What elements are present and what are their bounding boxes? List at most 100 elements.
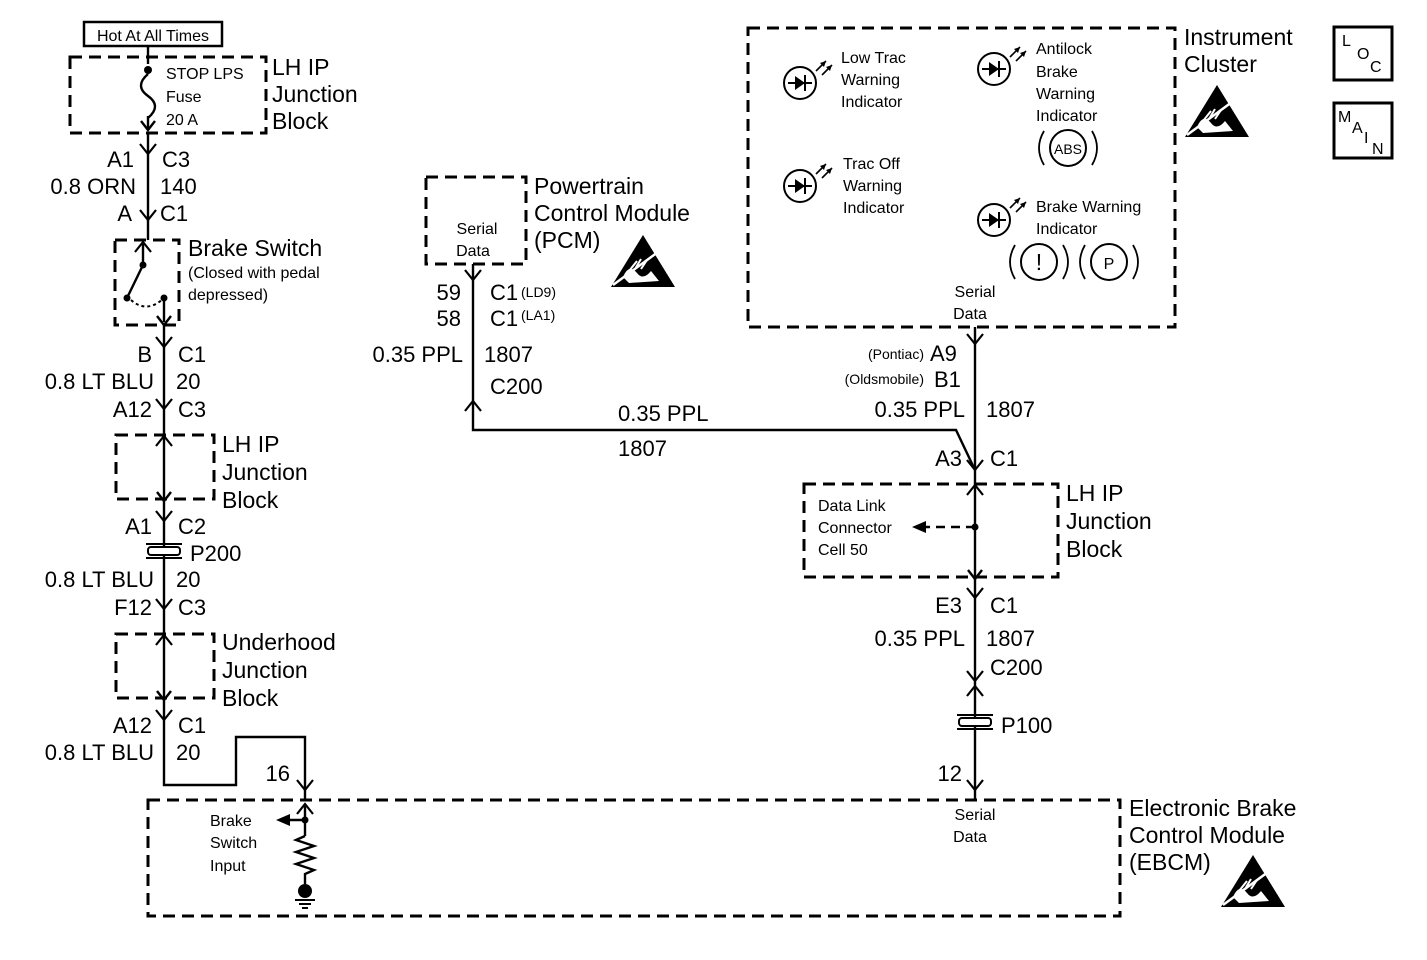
brake-exclamation-text: ! [1036, 249, 1042, 275]
ebcm-title-1: Electronic Brake [1129, 795, 1296, 821]
cluster-circuit-1807: 1807 [986, 397, 1035, 422]
abs-label-3: Warning [1036, 86, 1095, 103]
ebcm-title-2: Control Module [1129, 822, 1285, 848]
fuse-icon [139, 58, 157, 132]
cluster-serial-label: Serial [955, 284, 996, 301]
brake-warning-led-icon [977, 197, 1027, 237]
low-trac-label-1: Low Trac [841, 50, 906, 67]
jb-right-label-1: LH IP [1066, 480, 1124, 506]
fuse-label-1: STOP LPS [166, 66, 244, 83]
abs-label-1: Antilock [1036, 41, 1093, 58]
main-legend-box [1332, 101, 1394, 160]
jb-top-label-2: Junction [272, 81, 358, 107]
conn-c2: C2 [178, 514, 206, 539]
ebcm-input-label-3: Input [210, 858, 246, 875]
jb-right-conn-c1: C1 [990, 446, 1018, 471]
underhood-label-1: Underhood [222, 629, 336, 655]
pin-b: B [137, 342, 152, 367]
dlc-label-2: Connector [818, 520, 892, 537]
cluster-pin-b1: B1 [934, 367, 961, 392]
circuit-20-c: 20 [176, 740, 200, 765]
dlc-label-1: Data Link [818, 498, 887, 515]
conn-c3-c: C3 [178, 595, 206, 620]
main-a: A [1352, 120, 1363, 137]
brake-switch-note-2: depressed) [188, 287, 268, 304]
conn-c1: C1 [160, 201, 188, 226]
pcm-dlc-circuit: 1807 [618, 436, 667, 461]
wire-size-lt-blu-3: 0.8 LT BLU [45, 740, 154, 765]
pcm-option-la1: (LA1) [521, 307, 555, 323]
instrument-cluster-box [746, 26, 1177, 329]
trac-off-label-1: Trac Off [843, 156, 900, 173]
conn-c1-c: C1 [178, 713, 206, 738]
resistor-icon [292, 834, 318, 884]
jb-top-label-1: LH IP [272, 54, 330, 80]
pcm-wire-size: 0.35 PPL [372, 342, 463, 367]
wire-20-lt-blu-3 [162, 698, 307, 800]
loc-legend-box [1332, 25, 1394, 82]
pcm-pin-59: 59 [437, 280, 461, 305]
hot-at-all-times-box [82, 20, 224, 48]
abs-label-2: Brake [1036, 64, 1078, 81]
loc-c: C [1370, 59, 1382, 76]
ebcm-wire-size: 0.35 PPL [874, 626, 965, 651]
trac-off-label-2: Warning [843, 178, 902, 195]
brake-switch-box [113, 238, 181, 327]
pcm-title-1: Powertrain [534, 173, 644, 199]
underhood-label-3: Block [222, 685, 279, 711]
ebcm-pin-16: 16 [266, 761, 290, 786]
lh-ip-junction-block-right [802, 482, 1060, 579]
abs-led-icon [977, 46, 1027, 86]
circuit-20-b: 20 [176, 567, 200, 592]
cluster-data-label: Data [953, 306, 987, 323]
wire-size-orn: 0.8 ORN [50, 174, 136, 199]
wire-size-lt-blu-2: 0.8 LT BLU [45, 567, 154, 592]
cluster-pin-a9: A9 [930, 341, 957, 366]
parking-brake-icon [1079, 243, 1139, 281]
pcm-data-label: Data [456, 243, 490, 260]
abs-symbol-icon [1038, 129, 1098, 167]
main-m: M [1338, 109, 1351, 126]
ebcm-box [146, 798, 1122, 918]
splice-p100: P100 [1001, 713, 1052, 738]
pcm-title-3: (PCM) [534, 227, 600, 253]
low-trac-label-3: Indicator [841, 94, 903, 111]
pcm-option-ld9: (LD9) [521, 284, 556, 300]
loc-o: O [1357, 46, 1369, 63]
brake-switch-icon [123, 240, 172, 327]
brake-switch-note-1: (Closed with pedal [188, 265, 320, 282]
fuse-label-3: 20 A [166, 112, 198, 129]
splice-p200: P200 [190, 541, 241, 566]
dlc-arrow-icon [912, 521, 926, 533]
pcm-dlc-wire-size: 0.35 PPL [618, 401, 709, 426]
hot-at-all-times-label: Hot At All Times [97, 28, 209, 45]
ebcm-input-label-2: Switch [210, 835, 257, 852]
lh-ip-junction-block-top [68, 55, 268, 135]
ebcm-title-3: (EBCM) [1129, 849, 1211, 875]
abs-label-4: Indicator [1036, 108, 1098, 125]
conn-c3-b: C3 [178, 397, 206, 422]
variant-pontiac: (Pontiac) [868, 346, 924, 362]
pin-a1: A1 [107, 147, 134, 172]
jb-right-label-2: Junction [1066, 508, 1152, 534]
brake-switch-input-circuit [276, 802, 318, 909]
circuit-20-a: 20 [176, 369, 200, 394]
dlc-label-3: Cell 50 [818, 542, 868, 559]
brake-warning-label-1: Brake Warning [1036, 199, 1141, 216]
pcm-conn-c1-la1: C1 [490, 306, 518, 331]
ebcm-input-label-1: Brake [210, 813, 252, 830]
pcm-esd-icon [609, 233, 677, 289]
pcm-title-2: Control Module [534, 200, 690, 226]
low-trac-label-2: Warning [841, 72, 900, 89]
variant-oldsmobile: (Oldsmobile) [845, 371, 924, 387]
wire-1807-pcm [471, 264, 977, 471]
pcm-conn-c1-ld9: C1 [490, 280, 518, 305]
pin-f12: F12 [114, 595, 152, 620]
jb-mid-label-2: Junction [222, 459, 308, 485]
pcm-serial-data-box [424, 175, 528, 266]
cluster-title-1: Instrument [1184, 24, 1293, 50]
jb-right-label-3: Block [1066, 536, 1123, 562]
pcm-circuit-1807: 1807 [484, 342, 533, 367]
conn-c3: C3 [162, 147, 190, 172]
